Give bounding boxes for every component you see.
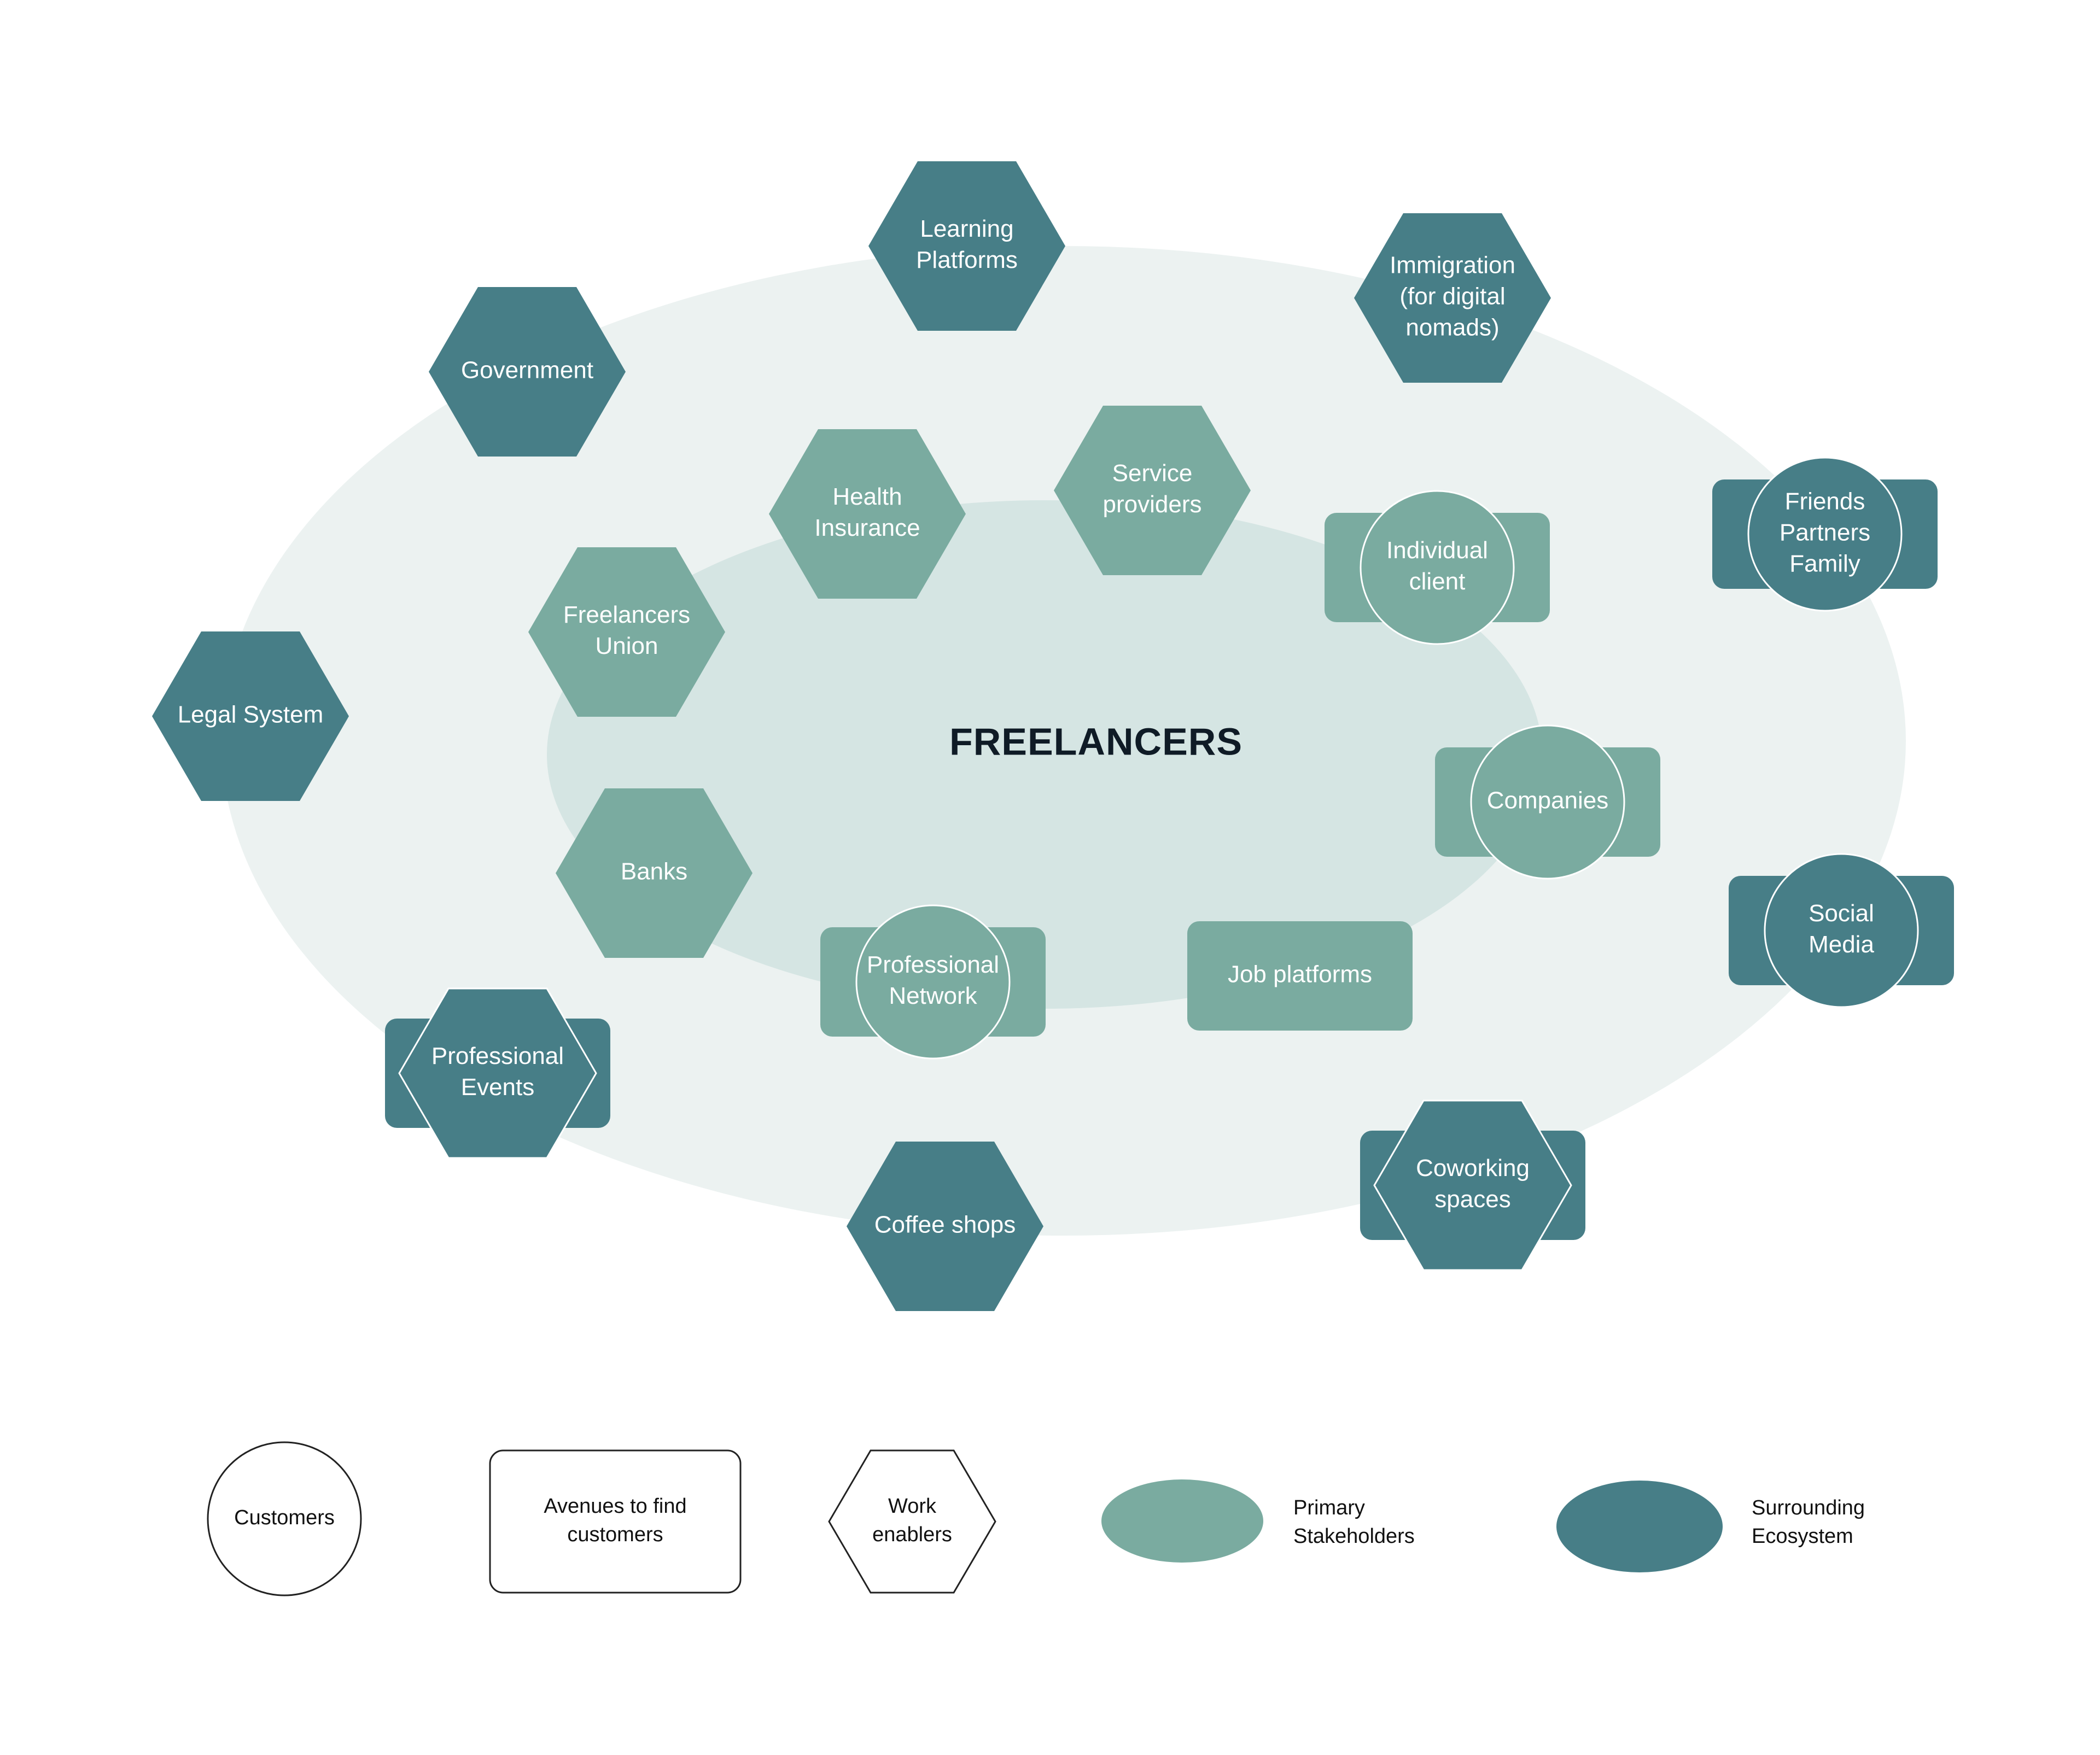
learning-platforms-hexagon <box>868 161 1065 331</box>
node-legal-system: Legal System <box>152 631 349 801</box>
node-job-platforms: Job platforms <box>1187 921 1413 1031</box>
legend-surrounding-ellipse <box>1556 1481 1723 1572</box>
service-providers-hexagon <box>1054 406 1251 575</box>
banks-label: Banks <box>621 858 687 885</box>
companies-label: Companies <box>1487 787 1609 814</box>
freelancers-union-hexagon <box>528 547 725 717</box>
coffee-shops-hexagon <box>847 1142 1043 1311</box>
legend-customers-circle <box>207 1441 362 1596</box>
job-platforms-label: Job platforms <box>1228 961 1372 988</box>
node-banks: Banks <box>556 788 752 958</box>
government-hexagon <box>429 287 626 457</box>
primary-stakeholders-zone <box>547 500 1542 1009</box>
professional-events-hexagon <box>398 987 597 1159</box>
health-insurance-hexagon <box>769 429 966 599</box>
immigration-hexagon <box>1354 213 1551 383</box>
legend-customers-label: Customers <box>234 1506 335 1529</box>
government-label: Government <box>461 357 593 384</box>
node-government: Government <box>429 287 626 457</box>
legend-item-customers: Customers <box>207 1441 362 1596</box>
center-title: FREELANCERS <box>949 720 1242 763</box>
companies-circle <box>1470 724 1625 880</box>
legend-work-enablers-hexagon <box>828 1449 996 1594</box>
social-media-circle <box>1764 853 1919 1008</box>
friends-partners-family-circle <box>1747 457 1903 612</box>
coffee-shops-label: Coffee shops <box>874 1212 1016 1238</box>
job-platforms-rect <box>1187 921 1413 1031</box>
banks-hexagon <box>556 788 752 958</box>
zones <box>221 246 1906 1236</box>
legend-avenues-rect <box>489 1449 742 1594</box>
coworking-spaces-hexagon <box>1373 1099 1572 1271</box>
individual-client-circle <box>1360 490 1515 645</box>
node-coffee-shops: Coffee shops <box>847 1142 1043 1311</box>
node-companies: Companies <box>1435 724 1660 880</box>
professional-network-circle <box>855 904 1011 1060</box>
legal-system-hexagon <box>152 631 349 801</box>
legal-system-label: Legal System <box>178 701 324 728</box>
legend-primary-ellipse <box>1101 1479 1263 1563</box>
